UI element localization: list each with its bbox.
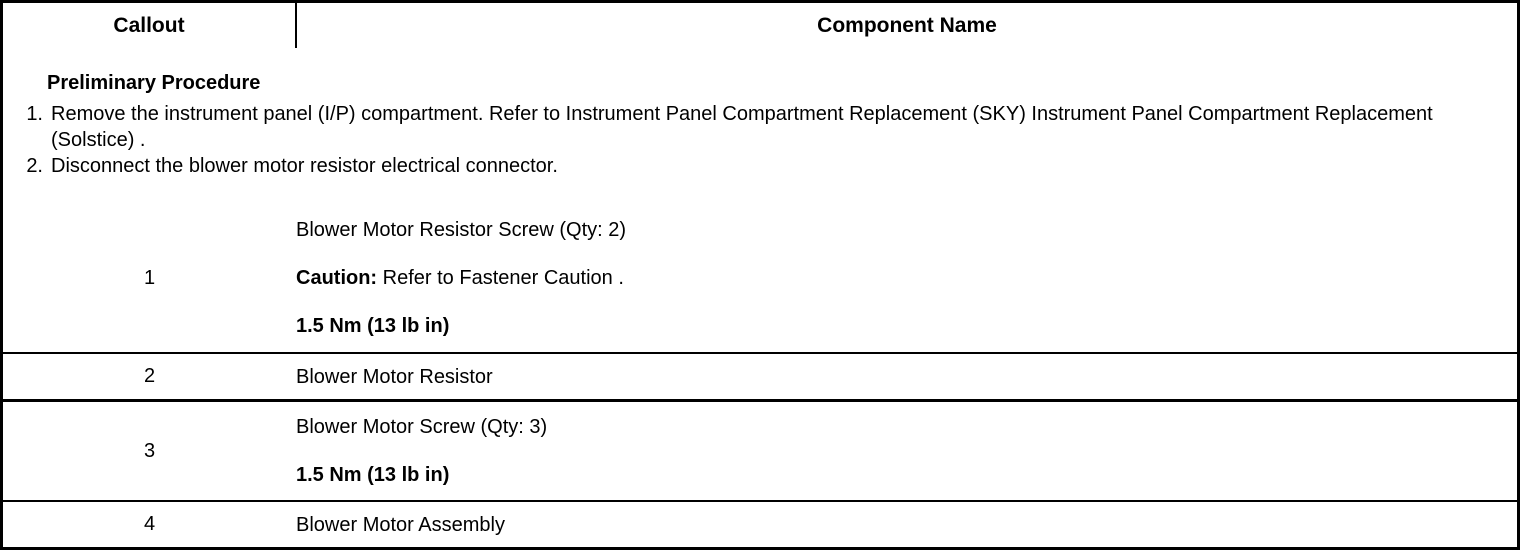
component-name-text: Blower Motor Screw (Qty: 3) <box>296 416 548 438</box>
list-item-text: Remove the instrument panel (I/P) compar… <box>51 103 1433 151</box>
component-name-cell: Blower Motor Assembly <box>296 500 1517 547</box>
callout-number: 2 <box>3 352 296 401</box>
component-name-text: Blower Motor Assembly <box>296 513 505 536</box>
callout-number: 3 <box>3 399 296 501</box>
list-item: 2. Disconnect the blower motor resistor … <box>3 154 1517 180</box>
preliminary-procedure-list: 1. Remove the instrument panel (I/P) com… <box>3 102 1517 180</box>
column-header-callout: Callout <box>3 3 297 48</box>
caution-text: Refer to Fastener Caution . <box>377 267 624 289</box>
torque-spec: 1.5 Nm (13 lb in) <box>296 464 450 486</box>
component-callout-table: Callout Component Name Preliminary Proce… <box>3 3 1517 547</box>
torque-spec: 1.5 Nm (13 lb in) <box>296 315 450 337</box>
caution-label: Caution: <box>296 267 378 289</box>
table-row: 2 Blower Motor Resistor <box>3 352 1517 401</box>
table-header-row: Callout Component Name <box>3 3 1517 48</box>
list-item-number: 1. <box>26 103 43 126</box>
table-row: 4 Blower Motor Assembly <box>3 500 1517 547</box>
component-name-text: Blower Motor Resistor <box>296 365 493 388</box>
component-name-cell: Blower Motor Screw (Qty: 3) 1.5 Nm (13 l… <box>296 399 1517 501</box>
list-item: 1. Remove the instrument panel (I/P) com… <box>3 102 1517 153</box>
callout-number: 1 <box>143 266 156 289</box>
callout-number: 4 <box>3 500 296 547</box>
table-row: 1 Blower Motor Resistor Screw (Qty: 2) C… <box>3 204 1517 353</box>
preliminary-procedure-cell: Preliminary Procedure 1. Remove the inst… <box>3 48 1517 204</box>
component-name-cell: Blower Motor Resistor Screw (Qty: 2) Cau… <box>296 204 1517 353</box>
table-row: 3 Blower Motor Screw (Qty: 3) 1.5 Nm (13… <box>3 399 1517 501</box>
list-item-number: 2. <box>26 155 43 178</box>
column-header-component-name: Component Name <box>817 13 997 37</box>
caution-note: Caution: Refer to Fastener Caution . <box>296 265 1517 291</box>
component-name-cell: Blower Motor Resistor <box>296 352 1517 401</box>
preliminary-procedure-heading: Preliminary Procedure <box>47 72 261 95</box>
list-item-text: Disconnect the blower motor resistor ele… <box>51 155 558 178</box>
preliminary-procedure-row: Preliminary Procedure 1. Remove the inst… <box>3 48 1517 204</box>
component-name-text: Blower Motor Resistor Screw (Qty: 2) <box>296 219 627 241</box>
